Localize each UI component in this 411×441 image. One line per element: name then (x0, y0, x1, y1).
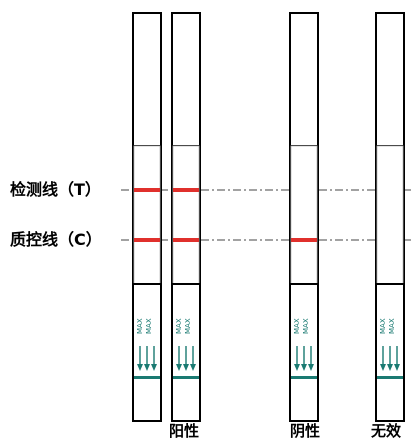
result-window (133, 145, 161, 285)
sample-pad (375, 283, 405, 422)
result-window (376, 145, 404, 285)
control-line-label: 质控线（C） (10, 230, 102, 249)
test-line-label: 检测线（T） (10, 180, 101, 199)
sample-pad (289, 283, 319, 422)
result-label-positive: 阳性 (169, 422, 199, 440)
max-label: MAX (293, 318, 301, 334)
test-band (173, 188, 199, 192)
control-band (291, 238, 317, 242)
result-window (172, 145, 200, 285)
result-window (290, 145, 318, 285)
max-label: MAX (379, 318, 387, 334)
sample-pad-line (134, 376, 160, 379)
down-arrow-icon (176, 346, 196, 371)
max-label: MAX (302, 318, 310, 334)
control-band (134, 238, 160, 242)
down-arrow-icon (294, 346, 314, 371)
sample-pad-line (377, 376, 403, 379)
sample-pad-line (173, 376, 199, 379)
test-band (134, 188, 160, 192)
max-label: MAX (145, 318, 153, 334)
result-label-invalid: 无效 (370, 422, 402, 440)
result-label-negative: 阴性 (290, 422, 320, 440)
max-label: MAX (388, 318, 396, 334)
sample-pad (132, 283, 162, 422)
max-label: MAX (184, 318, 192, 334)
max-label: MAX (175, 318, 183, 334)
sample-pad (171, 283, 201, 422)
sample-pad-line (291, 376, 317, 379)
max-label: MAX (136, 318, 144, 334)
down-arrow-icon (137, 346, 157, 371)
down-arrow-icon (380, 346, 400, 371)
control-band (173, 238, 199, 242)
